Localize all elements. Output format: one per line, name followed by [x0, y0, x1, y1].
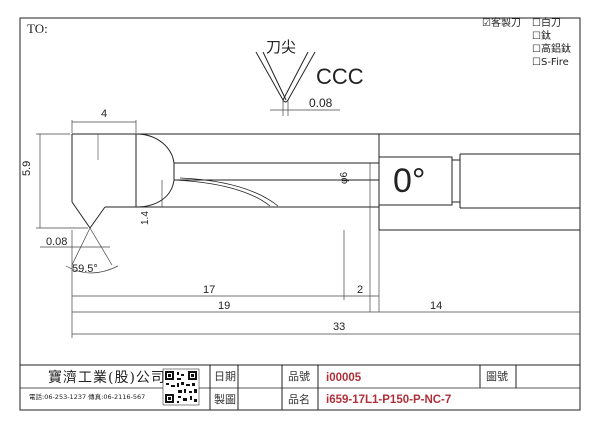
option-custom-mark: ☑: [482, 18, 491, 29]
option-altin-checkbox[interactable]: ☐高鋁鈦: [532, 45, 571, 55]
company-name: 寶濟工業(股)公司: [48, 370, 166, 386]
head-height-dim: 5.9: [21, 160, 33, 176]
sheet-border: [19, 17, 581, 411]
dim-2: 2: [357, 284, 364, 296]
tip-detail-label: 刀尖: [266, 38, 297, 56]
dimension-lines: [36, 120, 580, 338]
option-titanium-checkbox[interactable]: ☐鈦: [532, 32, 551, 42]
drawn-label: 製圖: [214, 393, 236, 406]
neck-diameter-dim: φ6: [339, 171, 350, 184]
tip-radius-dim: 0.08: [309, 96, 333, 110]
tool-body: [71, 133, 580, 231]
option-white-mark: ☐: [532, 18, 541, 29]
option-sfire-label: S-Fire: [540, 57, 569, 68]
option-sfire-mark: ☐: [532, 57, 541, 68]
drawing-no-label: 圖號: [486, 370, 508, 383]
date-label: 日期: [214, 370, 236, 383]
option-titanium-label: 鈦: [540, 31, 551, 42]
part-name-label: 品名: [288, 393, 310, 406]
tip-detail: [255, 51, 340, 116]
option-custom-checkbox[interactable]: ☑客製刀: [482, 19, 521, 29]
title-block: [20, 364, 580, 410]
option-sfire-checkbox[interactable]: ☐S-Fire: [532, 58, 569, 68]
part-name-value: i659-17L1-P150-P-NC-7: [326, 394, 452, 406]
dim-33: 33: [333, 321, 346, 333]
dim-17: 17: [203, 284, 216, 296]
dim-14: 14: [430, 300, 443, 312]
option-white-checkbox[interactable]: ☐白刀: [532, 19, 561, 29]
option-white-label: 白刀: [540, 18, 561, 29]
to-label: TO:: [27, 21, 48, 36]
dim-19: 19: [218, 300, 231, 312]
qr-code-icon: [162, 368, 200, 406]
option-altin-label: 高鋁鈦: [540, 44, 571, 55]
option-titanium-mark: ☐: [532, 31, 541, 42]
tip-type-label: CCC: [316, 64, 364, 89]
angle-marker: 0°: [393, 162, 426, 200]
part-no-value: i00005: [326, 372, 362, 384]
option-altin-mark: ☐: [532, 44, 541, 55]
part-no-label: 品號: [288, 370, 310, 383]
head-length-dim: 4: [101, 108, 108, 120]
neck-dim: 1.4: [140, 211, 151, 225]
tip-angle-dim: 59.5°: [72, 263, 98, 275]
option-custom-label: 客製刀: [490, 18, 521, 29]
tip-radius-side-dim: 0.08: [46, 236, 68, 248]
company-contact: 電話:06-253-1237 傳真:06-2116-567: [29, 393, 146, 401]
